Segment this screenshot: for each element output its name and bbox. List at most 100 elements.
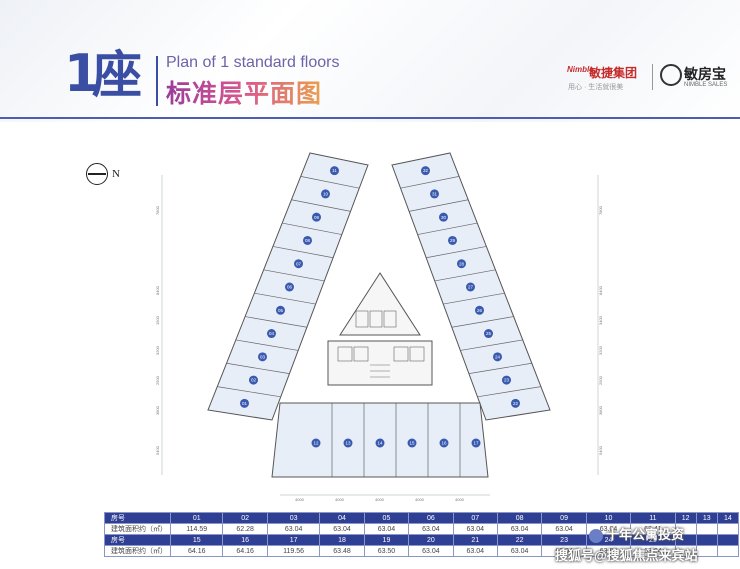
table-cell: 21 (452, 534, 498, 546)
table-cell: 08 (496, 512, 543, 524)
unit-05-badge (276, 305, 285, 315)
unit-24-label: 24 (495, 354, 501, 359)
table-cell (716, 545, 740, 557)
unit-divider (443, 292, 505, 305)
dim-left-4: 3200 (155, 345, 160, 355)
dimension-labels: 7800 8400 1500 3200 2500 3800 5400 7800 … (155, 205, 603, 502)
table-cell: 03 (266, 512, 321, 524)
unit-divider (263, 269, 325, 282)
unit-29-badge (448, 235, 457, 245)
floor-plan-drawing: 7800 8400 1500 3200 2500 3800 5400 7800 … (155, 152, 603, 502)
dim-left-7: 5400 (155, 445, 160, 455)
table-cell: 63.04 (319, 523, 365, 535)
unit-15-badge (407, 438, 417, 448)
unit-32-badge (421, 166, 430, 176)
table-cell (695, 534, 718, 546)
unit-11-badge (330, 166, 339, 176)
dim-bottom-4: 4000 (415, 497, 425, 502)
table-cell: 62.28 (222, 523, 268, 535)
dim-right-5: 2500 (598, 375, 603, 385)
dim-left-6: 3800 (155, 405, 160, 415)
table-cell: 63.04 (452, 523, 498, 535)
unit-32-label: 32 (423, 168, 429, 173)
table-cell: 63.04 (630, 545, 676, 557)
unit-09-label: 09 (314, 215, 320, 220)
unit-divider (226, 362, 290, 374)
logo-divider (652, 64, 653, 90)
table-cell: 17 (266, 534, 321, 546)
unit-divider (426, 246, 487, 259)
unit-04-badge (267, 329, 276, 339)
unit-23-label: 23 (504, 378, 510, 383)
unit-divider (417, 222, 478, 235)
dimension-lines (161, 175, 599, 496)
unit-15-label: 15 (409, 441, 415, 446)
table-cell: 63.48 (319, 545, 365, 557)
unit-10-badge (321, 189, 330, 199)
unit-17-badge (471, 438, 481, 448)
area-row-label: 建筑面积约（㎡） (104, 545, 171, 557)
minfangbao-logo: 敏房宝 NIMBLE SALES (660, 62, 736, 92)
unit-06-label: 06 (287, 285, 293, 290)
table-cell: 114.59 (169, 523, 224, 535)
dim-left-1: 7800 (155, 205, 160, 215)
unit-12-badge (311, 438, 321, 448)
unit-divider (400, 176, 460, 189)
title-divider (156, 56, 158, 106)
unit-divider (282, 222, 342, 235)
unit-07-label: 07 (296, 261, 302, 266)
unit-30-label: 30 (441, 215, 447, 220)
unit-12-label: 12 (313, 441, 319, 446)
unit-06-badge (285, 282, 294, 292)
table-cell: 20 (408, 534, 454, 546)
building-number: 1 (64, 44, 100, 104)
dim-right-7: 5400 (598, 445, 603, 455)
unit-divider (217, 386, 281, 398)
dim-bottom-3: 4000 (375, 497, 385, 502)
nimble-mark: Nimble (567, 65, 594, 74)
header-rule (0, 117, 740, 119)
table-cell: 63.04 (363, 523, 410, 535)
unit-26-badge (475, 305, 484, 315)
unit-24-badge (493, 352, 502, 362)
dim-bottom-1: 4000 (295, 497, 305, 502)
dim-right-4: 3200 (598, 345, 603, 355)
unit-divider (468, 362, 532, 374)
unit-divider (300, 176, 360, 189)
table-cell: 14 (716, 512, 740, 524)
table-cell: 01 (169, 512, 224, 524)
room-number-header: 房号 (104, 512, 171, 524)
table-cell: 13 (695, 512, 718, 524)
table-cell: 02 (222, 512, 268, 524)
table-cell (695, 545, 718, 557)
unit-03-label: 03 (260, 354, 266, 359)
table-cell: 63.04 (541, 523, 587, 535)
central-core-lower (327, 340, 433, 386)
unit-25-label: 25 (486, 331, 492, 336)
north-label: N (112, 168, 120, 180)
title-chinese: 标准层平面图 (166, 74, 322, 110)
table-cell: 19 (363, 534, 410, 546)
minfangbao-brand-name: 敏房宝 (684, 66, 726, 82)
table-cell: 18 (319, 534, 365, 546)
table-cell (716, 523, 740, 535)
unit-08-badge (303, 235, 312, 245)
unit-02-badge (249, 375, 258, 385)
table-cell: 63.04 (452, 545, 498, 557)
unit-13-label: 13 (345, 441, 351, 446)
unit-10-label: 10 (323, 192, 329, 197)
unit-09-badge (312, 212, 321, 222)
unit-divider (477, 386, 541, 398)
core-rooms (337, 310, 425, 378)
unit-11-label: 11 (332, 168, 337, 173)
unit-23-badge (502, 375, 511, 385)
dim-left-5: 2500 (155, 375, 160, 385)
unit-01-label: 01 (242, 401, 248, 406)
dim-right-3: 3400 (598, 315, 603, 325)
table-cell: 63.04 (408, 523, 454, 535)
